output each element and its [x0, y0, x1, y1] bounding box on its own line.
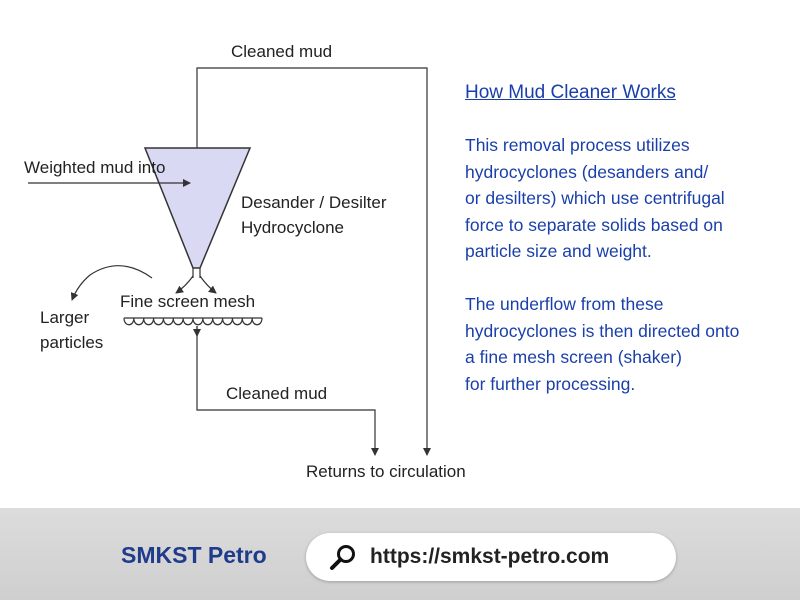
footer-bar: SMKST Petro https://smkst-petro.com	[0, 508, 800, 600]
info-paragraph-1-line: or desilters) which use centrifugal	[465, 188, 725, 208]
underflow-left-arrow	[175, 275, 194, 294]
url-text: https://smkst-petro.com	[370, 545, 610, 568]
label-desander-line1: Desander / Desilter	[241, 193, 387, 212]
screen-underflow-path	[196, 326, 379, 456]
brand-logo: SMKST Petro	[121, 542, 267, 568]
overflow-path	[196, 67, 431, 456]
info-paragraph-2-line: The underflow from these	[465, 294, 664, 314]
label-returns: Returns to circulation	[306, 462, 466, 481]
info-paragraph-2-line: a fine mesh screen (shaker)	[465, 347, 682, 367]
fine-screen-mesh	[123, 317, 263, 326]
label-larger-line1: Larger	[40, 308, 89, 327]
url-link[interactable]: https://smkst-petro.com	[306, 533, 676, 581]
label-desander-line2: Hydrocyclone	[241, 218, 344, 237]
info-paragraph-1-line: particle size and weight.	[465, 241, 652, 261]
label-weighted-mud: Weighted mud into	[24, 158, 165, 177]
magnifier-icon	[330, 545, 355, 570]
mesh-scallops	[123, 317, 263, 326]
info-paragraph-1-line: force to separate solids based on	[465, 214, 723, 235]
info-paragraph-2: The underflow from these hydrocyclones i…	[465, 291, 739, 397]
info-paragraph-2-line: hydrocyclones is then directed onto	[465, 320, 740, 341]
info-paragraph-1-line: hydrocyclones (desanders and/	[465, 161, 709, 182]
info-paragraph-2-line: for further processing.	[465, 373, 636, 394]
label-larger-line2: particles	[40, 333, 103, 352]
underflow-right-arrow	[199, 275, 217, 294]
larger-particles-arrow	[70, 265, 153, 301]
label-fine-screen: Fine screen mesh	[120, 292, 255, 311]
label-cleaned-mud-bottom: Cleaned mud	[226, 384, 327, 403]
label-cleaned-mud-top: Cleaned mud	[231, 42, 332, 61]
info-paragraph-1: This removal process utilizes hydrocyclo…	[465, 132, 725, 265]
mud-cleaner-diagram: Cleaned mud Weighted mud into Desander /…	[24, 42, 466, 481]
info-paragraph-1-line: This removal process utilizes	[465, 135, 690, 155]
info-title: How Mud Cleaner Works	[465, 82, 676, 103]
underflow-outlet	[192, 268, 201, 278]
